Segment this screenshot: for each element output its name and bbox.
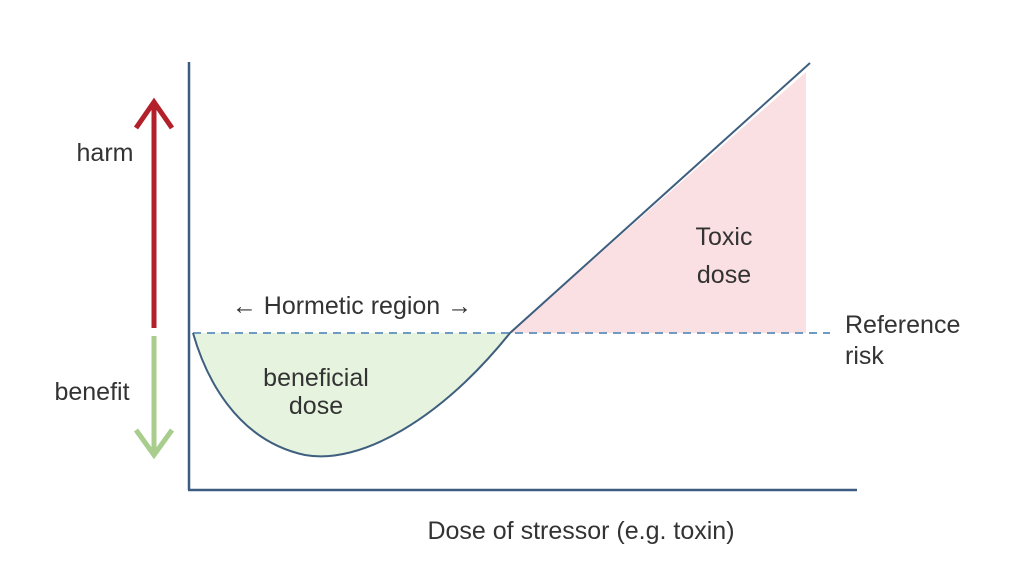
x-axis-label: Dose of stressor (e.g. toxin) [427,517,734,545]
dose-response-curve [192,62,811,458]
reference-risk-label-line2: risk [845,342,884,370]
reference-risk-label-line1: Reference [845,311,960,339]
toxic-dose-label-line2: dose [697,261,751,289]
hormetic-region-label: ← Hormetic region → [232,292,472,320]
harm-arrow-icon [133,97,175,328]
toxic-dose-label-line1: Toxic [696,223,753,251]
beneficial-region [193,333,510,457]
benefit-arrow-icon [133,336,175,460]
harm-label: harm [77,139,134,167]
beneficial-dose-label-line2: dose [289,392,343,420]
benefit-label: benefit [54,378,129,406]
beneficial-dose-label-line1: beneficial [263,364,369,392]
toxic-region [510,72,806,333]
